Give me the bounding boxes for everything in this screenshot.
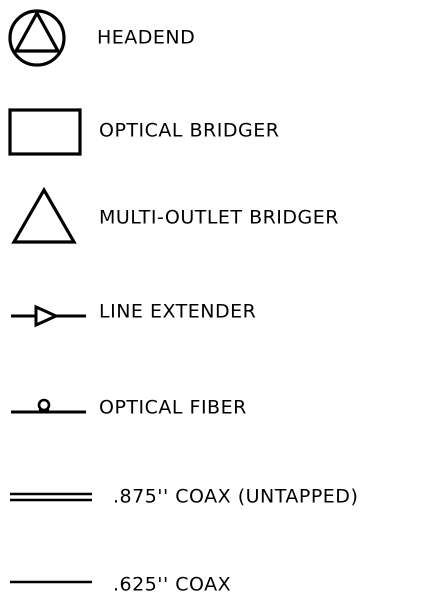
legend-label-optical-fiber: OPTICAL FIBER (99, 396, 247, 419)
symbol-legend: HEADEND OPTICAL BRIDGER MULTI-OUTLET BRI… (0, 8, 436, 594)
legend-label-line-extender: LINE EXTENDER (99, 300, 257, 323)
legend-item-coax-625: .625'' COAX (0, 555, 436, 615)
legend-label-headend: HEADEND (97, 26, 196, 49)
legend-item-optical-fiber: OPTICAL FIBER (0, 378, 436, 438)
legend-label-coax-625: .625'' COAX (113, 573, 232, 596)
legend-item-coax-875: .875'' COAX (UNTAPPED) (0, 467, 436, 527)
headend-icon (0, 8, 92, 68)
legend-label-coax-875: .875'' COAX (UNTAPPED) (113, 485, 359, 508)
legend-item-multi-outlet-bridger: MULTI-OUTLET BRIDGER (0, 186, 436, 248)
optical-bridger-icon (0, 101, 92, 161)
coax-625-icon (0, 555, 92, 615)
legend-item-headend: HEADEND (0, 8, 436, 68)
coax-875-icon (0, 467, 92, 527)
optical-fiber-icon (0, 378, 92, 438)
legend-label-multi-outlet-bridger: MULTI-OUTLET BRIDGER (99, 206, 339, 229)
line-extender-icon (0, 282, 92, 342)
legend-label-optical-bridger: OPTICAL BRIDGER (99, 119, 280, 142)
legend-item-optical-bridger: OPTICAL BRIDGER (0, 101, 436, 161)
multi-outlet-bridger-icon (0, 186, 92, 248)
legend-item-line-extender: LINE EXTENDER (0, 282, 436, 342)
